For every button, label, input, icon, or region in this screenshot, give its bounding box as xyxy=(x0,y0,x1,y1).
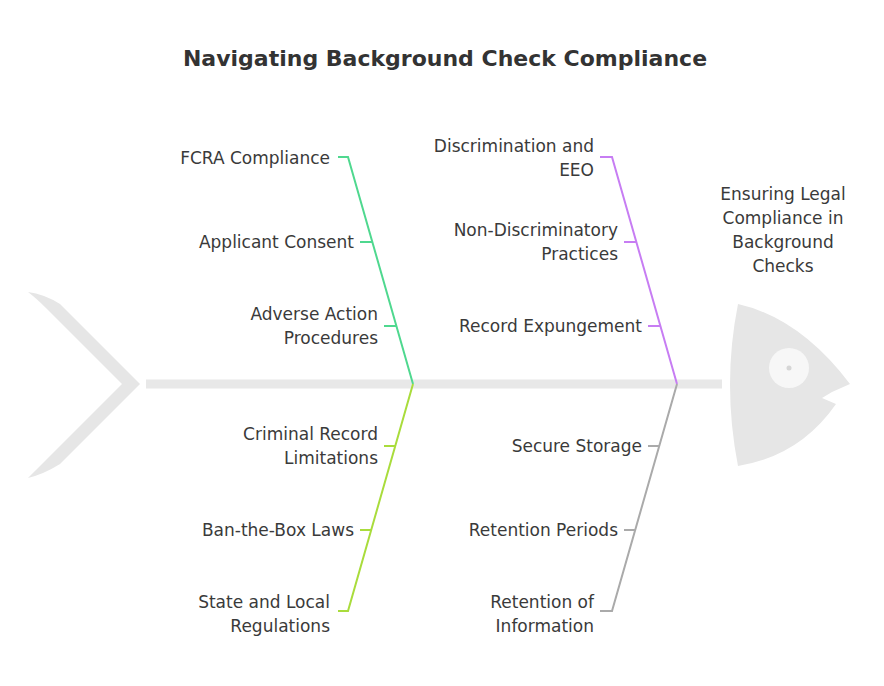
cause-label: Applicant Consent xyxy=(134,230,354,254)
cause-label: Non-Discriminatory Practices xyxy=(426,218,618,266)
fish-eye xyxy=(769,348,809,388)
fish-head xyxy=(730,304,850,466)
cause-label: Retention of Information xyxy=(449,590,594,638)
cause-label: Discrimination and EEO xyxy=(416,134,594,182)
grey-bone xyxy=(600,384,677,611)
cause-label: Secure Storage xyxy=(422,434,642,458)
cause-label: Adverse Action Procedures xyxy=(228,302,378,350)
cause-label: Ban-the-Box Laws xyxy=(134,518,354,542)
fish-spine xyxy=(146,380,722,389)
effect-label: Ensuring Legal Compliance in Background … xyxy=(709,182,857,278)
purple-bone xyxy=(600,157,677,384)
diagram-title: Navigating Background Check Compliance xyxy=(183,46,707,71)
fish-tail xyxy=(28,292,140,478)
cause-label: Retention Periods xyxy=(398,518,618,542)
green-bone xyxy=(338,157,413,384)
cause-label: Criminal Record Limitations xyxy=(213,422,378,470)
fish-pupil xyxy=(787,366,792,371)
cause-label: FCRA Compliance xyxy=(110,146,330,170)
lime-bone xyxy=(338,384,413,611)
cause-label: State and Local Regulations xyxy=(165,590,330,638)
cause-label: Record Expungement xyxy=(392,314,642,338)
